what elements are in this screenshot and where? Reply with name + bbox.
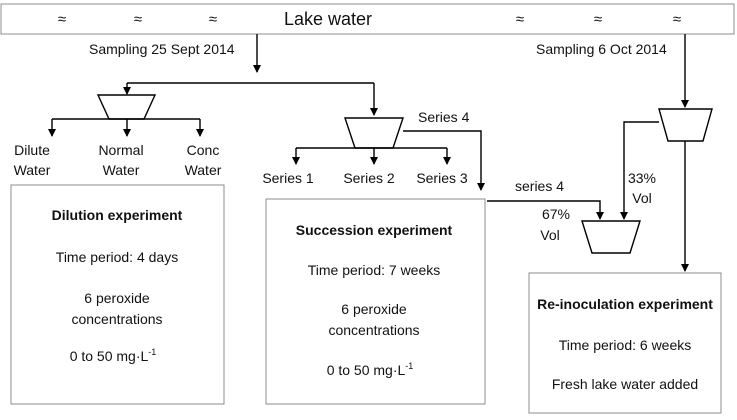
lake-water-bar [0,3,735,35]
sixty-seven-percent-label: 67% [542,206,570,222]
dilution-conc-line1: 6 peroxide [84,290,150,306]
succession-range: 0 to 50 mg·L-1 [327,361,414,378]
reinoculation-note: Fresh lake water added [552,376,698,392]
second-sampling-vessel [658,108,713,142]
thirty-three-percent-arrow [620,121,659,220]
sampling-first-label: Sampling 25 Sept 2014 [89,41,235,57]
dilution-vessel [96,94,157,120]
reinoculation-title: Re-inoculation experiment [537,296,713,312]
series-1-label: Series 1 [262,170,314,186]
reinoculation-vessel [581,220,641,254]
dilution-experiment-box: Dilution experiment Time period: 4 days … [10,184,225,405]
succession-period: Time period: 7 weeks [308,262,441,278]
normal-water-label: Normal [98,142,143,158]
series-4-arrow [403,130,485,191]
series-4-mix-label: series 4 [515,178,564,194]
succession-conc-line2: concentrations [328,322,419,338]
series-3-label: Series 3 [416,170,468,186]
series-4-mix-arrow [487,200,604,220]
succession-experiment-box: Succession experiment Time period: 7 wee… [265,198,486,405]
conc-water-label: Conc [187,142,220,158]
lake-water-title: Lake water [284,9,372,29]
left-vol-label: Vol [540,227,559,243]
dilute-water-label: Dilute [14,142,50,158]
succession-vessel [344,117,404,149]
succession-conc-line1: 6 peroxide [341,301,407,317]
normal-water-label: Water [103,162,140,178]
dilution-title: Dilution experiment [52,207,183,223]
wave-symbol: ≈ [134,11,142,28]
succession-title: Succession experiment [296,222,453,238]
wave-symbol: ≈ [58,11,66,28]
sampling-second-label: Sampling 6 Oct 2014 [536,41,667,57]
series-2-label: Series 2 [343,170,395,186]
dilution-period: Time period: 4 days [56,249,178,265]
dilute-water-label: Water [14,162,51,178]
dilution-range: 0 to 50 mg·L-1 [70,347,157,364]
wave-symbol: ≈ [516,11,524,28]
wave-symbol: ≈ [673,11,681,28]
series-4-label: Series 4 [418,109,470,125]
dilution-conc-line2: concentrations [71,311,162,327]
conc-water-label: Water [185,162,222,178]
wave-symbol: ≈ [594,11,602,28]
reinoculation-experiment-box: Re-inoculation experiment Time period: 6… [528,272,722,414]
wave-symbol: ≈ [209,11,217,28]
reinoculation-period: Time period: 6 weeks [559,337,692,353]
right-vol-label: Vol [632,190,651,206]
thirty-three-percent-label: 33% [628,170,656,186]
